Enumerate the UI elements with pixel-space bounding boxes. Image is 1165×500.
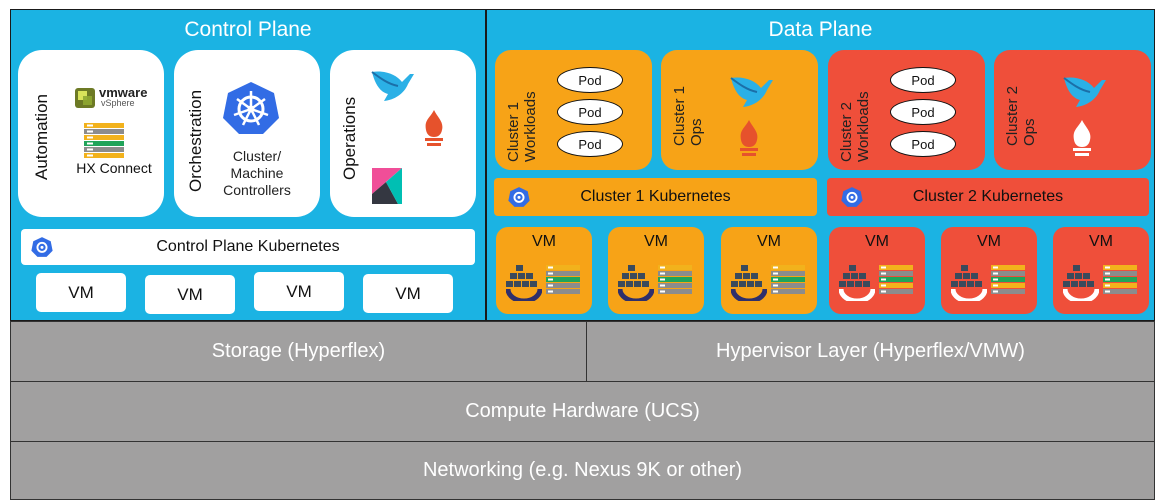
kubernetes-icon [508, 187, 530, 207]
fluent-bird-icon [730, 77, 773, 107]
cluster1-kubernetes-bar: Cluster 1 Kubernetes [494, 178, 817, 216]
pod: Pod [890, 99, 956, 125]
orchestration-caption: Cluster/ Machine Controllers [212, 148, 302, 199]
vm-label: VM [977, 233, 1001, 250]
compute-label: Compute Hardware (UCS) [465, 400, 700, 422]
orchestration-label: Orchestration [186, 89, 205, 192]
cluster2-workloads-card: Cluster 2 Workloads Pod Pod Pod [828, 50, 985, 170]
label-line: Workloads [855, 91, 872, 162]
storage-layer: Storage (Hyperflex) [10, 321, 587, 382]
vmware-brand: vmware [99, 85, 148, 100]
cluster2-ops-card: Cluster 2 Ops [994, 50, 1151, 170]
server-stack-icon [546, 265, 580, 294]
hypervisor-layer: Hypervisor Layer (Hyperflex/VMW) [586, 321, 1155, 382]
server-stack-icon [991, 265, 1025, 294]
control-vm-1: VM [36, 273, 126, 312]
cluster1-vm-1: VM [496, 227, 592, 314]
caption-line: Cluster/ [232, 148, 282, 164]
vm-label: VM [532, 233, 556, 250]
vm-label: VM [644, 233, 668, 250]
cluster2-ops-label: Cluster 2 Ops [1004, 86, 1038, 146]
docker-icon [618, 265, 654, 301]
label-line: Cluster 1 [671, 85, 688, 146]
kibana-icon [372, 168, 402, 204]
server-stack-icon [771, 265, 805, 294]
pod: Pod [890, 131, 956, 157]
docker-icon [1063, 265, 1099, 301]
label-line: Cluster 2 [1004, 85, 1021, 146]
server-stack-icon [658, 265, 692, 294]
control-vm-3: VM [254, 272, 344, 311]
label-line: Ops [688, 118, 705, 146]
control-plane-title: Control Plane [184, 18, 312, 41]
prometheus-flame-icon [740, 120, 758, 156]
automation-card: Automation vmware vSphere HX Connect [18, 50, 164, 217]
vm-label: VM [865, 233, 889, 250]
fluent-bird-icon [1063, 77, 1106, 107]
label-line: Cluster 1 [505, 101, 522, 162]
vsphere-product: vSphere [101, 98, 135, 108]
control-plane-kubernetes-bar: Control Plane Kubernetes [21, 229, 475, 265]
orchestration-card: Orchestration Cluster/ Machine Controlle… [174, 50, 320, 217]
server-stack-icon [84, 123, 124, 158]
cluster2-vm-2: VM [941, 227, 1037, 314]
networking-label: Networking (e.g. Nexus 9K or other) [422, 459, 743, 481]
label-line: Ops [1021, 118, 1038, 146]
cluster1-kubernetes-label: Cluster 1 Kubernetes [580, 188, 731, 205]
cluster2-vm-3: VM [1053, 227, 1149, 314]
data-plane-title: Data Plane [768, 18, 873, 41]
caption-line: Machine [230, 165, 284, 181]
docker-icon [839, 265, 875, 301]
networking-layer: Networking (e.g. Nexus 9K or other) [10, 441, 1155, 500]
fluent-bird-icon [371, 71, 414, 101]
vm-label: VM [1089, 233, 1113, 250]
docker-icon [951, 265, 987, 301]
control-plane-kubernetes-label: Control Plane Kubernetes [156, 238, 340, 255]
storage-label: Storage (Hyperflex) [211, 340, 386, 362]
cluster1-vm-3: VM [721, 227, 817, 314]
cluster1-vm-2: VM [608, 227, 704, 314]
operations-card: Operations [330, 50, 476, 217]
cluster1-ops-card: Cluster 1 Ops [661, 50, 818, 170]
hx-connect-label: HX Connect [76, 160, 152, 176]
cluster2-workloads-label: Cluster 2 Workloads [838, 91, 872, 162]
automation-label: Automation [32, 94, 51, 180]
kubernetes-icon [31, 237, 53, 257]
cluster1-workloads-card: Cluster 1 Workloads Pod Pod Pod [495, 50, 652, 170]
prometheus-flame-icon [1073, 120, 1091, 156]
pod: Pod [557, 67, 623, 93]
docker-icon [731, 265, 767, 301]
cluster2-vm-1: VM [829, 227, 925, 314]
cluster1-workloads-label: Cluster 1 Workloads [505, 91, 539, 162]
pod: Pod [557, 131, 623, 157]
cluster2-kubernetes-bar: Cluster 2 Kubernetes [827, 178, 1149, 216]
operations-label: Operations [340, 96, 359, 180]
caption-line: Controllers [223, 182, 291, 198]
cluster2-kubernetes-label: Cluster 2 Kubernetes [912, 188, 1064, 205]
control-vm-4: VM [363, 274, 453, 313]
control-vm-2: VM [145, 275, 235, 314]
server-stack-icon [1103, 265, 1137, 294]
kubernetes-icon [841, 187, 863, 207]
cluster1-ops-label: Cluster 1 Ops [671, 86, 705, 146]
pod: Pod [557, 99, 623, 125]
label-line: Workloads [522, 91, 539, 162]
pod: Pod [890, 67, 956, 93]
hypervisor-label: Hypervisor Layer (Hyperflex/VMW) [716, 340, 1025, 362]
prometheus-flame-icon [425, 110, 443, 146]
compute-layer: Compute Hardware (UCS) [10, 381, 1155, 442]
kubernetes-icon [223, 82, 279, 134]
server-stack-icon [879, 265, 913, 294]
vm-label: VM [757, 233, 781, 250]
label-line: Cluster 2 [838, 101, 855, 162]
vsphere-logo: vmware vSphere [74, 85, 154, 111]
docker-icon [506, 265, 542, 301]
